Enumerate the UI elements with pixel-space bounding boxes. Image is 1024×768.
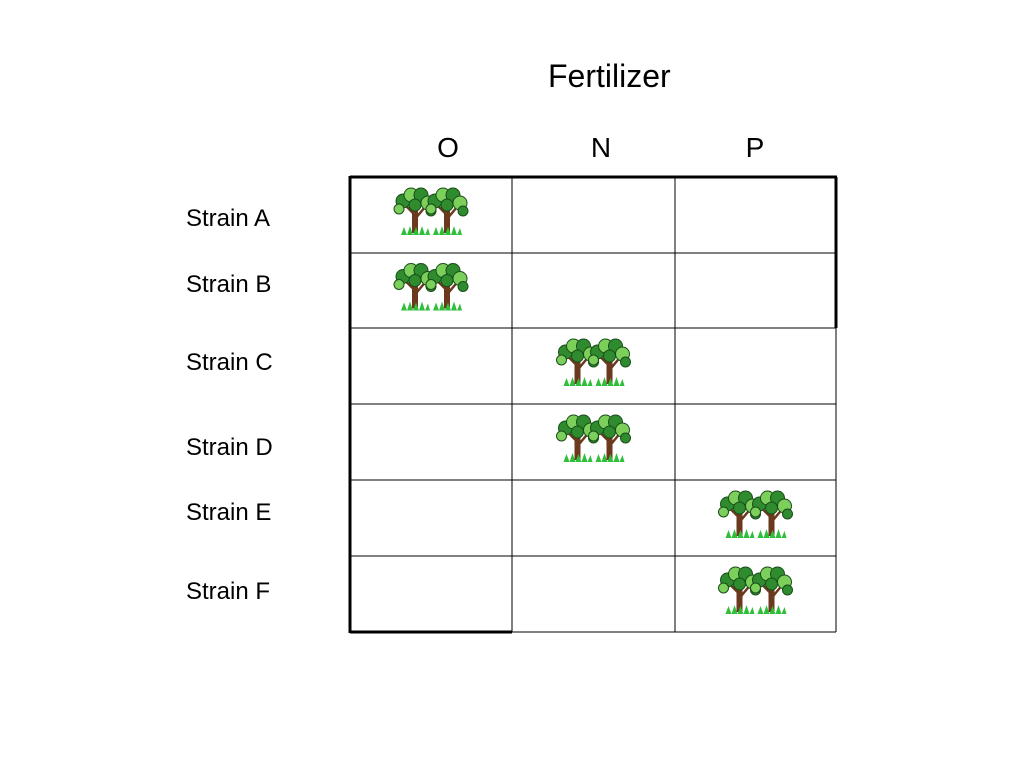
tree-right-icon bbox=[587, 337, 632, 388]
row-label-strain-b: Strain B bbox=[186, 271, 272, 298]
tree-pair-icon bbox=[392, 262, 470, 312]
tree-right-icon bbox=[424, 262, 470, 312]
tree-pair-icon bbox=[717, 565, 794, 616]
tree-right-icon bbox=[424, 186, 470, 237]
row-label-strain-d: Strain D bbox=[186, 434, 273, 461]
tree-right-icon bbox=[749, 489, 794, 540]
column-header-o: O bbox=[437, 132, 459, 163]
tree-pair-icon bbox=[555, 337, 632, 388]
grid-icons bbox=[392, 186, 794, 616]
row-label-strain-a: Strain A bbox=[186, 205, 271, 232]
tree-right-icon bbox=[587, 413, 632, 464]
column-header-p: P bbox=[745, 132, 765, 163]
tree-pair-icon bbox=[717, 489, 794, 540]
row-label-strain-f: Strain F bbox=[186, 578, 271, 605]
tree-pair-icon bbox=[555, 413, 632, 464]
grid-lines bbox=[348, 175, 838, 634]
tree-right-icon bbox=[749, 565, 794, 616]
tree-pair-icon bbox=[392, 186, 470, 237]
column-header-n: N bbox=[590, 132, 612, 163]
diagram-title: Fertilizer bbox=[548, 58, 671, 94]
row-label-strain-c: Strain C bbox=[186, 349, 273, 376]
row-label-strain-e: Strain E bbox=[186, 499, 272, 526]
